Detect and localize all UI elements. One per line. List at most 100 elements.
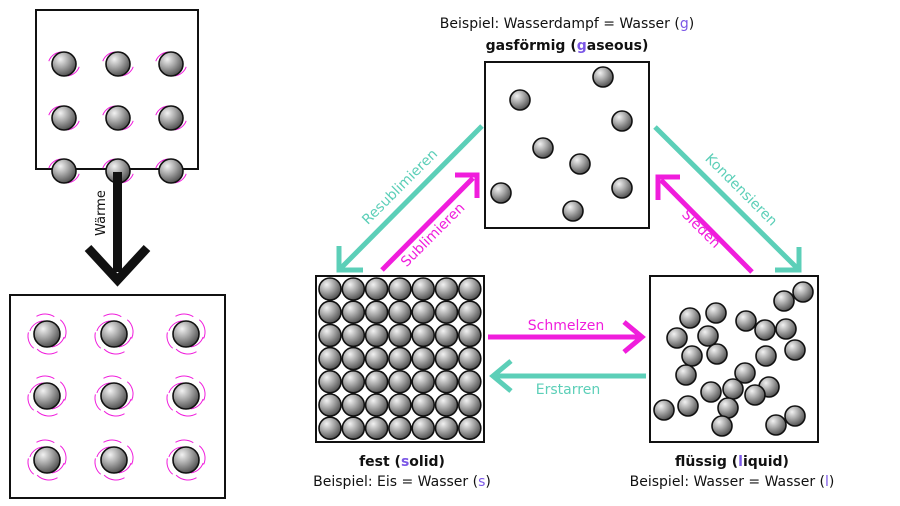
- solid-particle: [364, 277, 389, 301]
- liquid-particle: [754, 319, 776, 341]
- hot-particles: [27, 313, 206, 481]
- solid-particle: [434, 393, 459, 417]
- solid-particle: [457, 300, 482, 325]
- solid-particle: [457, 416, 482, 441]
- solid-example-letter: s: [478, 474, 485, 490]
- gas-particle: [490, 182, 512, 204]
- liquid-particle: [765, 414, 787, 436]
- gas-particle: [569, 153, 591, 175]
- resublimieren-label: Resublimieren: [359, 146, 441, 228]
- solid-particle: [364, 346, 389, 371]
- gas-particle: [592, 66, 614, 88]
- vibration-mark: [36, 474, 58, 481]
- gas-particle: [611, 110, 633, 132]
- gas-particles: [490, 66, 633, 222]
- liquid-particle: [744, 384, 766, 406]
- vibration-mark: [59, 445, 67, 465]
- hot-particle: [172, 446, 200, 474]
- solid-particle: [388, 416, 412, 441]
- sieden-arrow: [655, 174, 754, 274]
- liquid-particle: [784, 339, 806, 361]
- liquid-particle: [677, 395, 699, 417]
- vibration-mark: [175, 313, 194, 318]
- solid-particle: [318, 416, 342, 441]
- solid-particle: [434, 323, 459, 348]
- solid-particle: [457, 369, 482, 394]
- vibration-mark: [118, 398, 132, 410]
- vibration-mark: [27, 394, 35, 411]
- solid-particle: [434, 369, 459, 394]
- solid-particle: [341, 323, 366, 348]
- solid-particle: [388, 277, 412, 301]
- solid-title: fest (solid): [359, 454, 445, 470]
- vibration-mark: [27, 458, 35, 475]
- arrow-down-icon: [84, 244, 151, 287]
- vibration-mark: [190, 462, 204, 474]
- solid-example-prefix: Beispiel: Eis = Wasser (: [313, 474, 478, 490]
- solid-title-suffix: olid): [409, 454, 445, 470]
- schmelzen-arrow: [488, 320, 646, 354]
- solid-title-letter: s: [401, 454, 409, 470]
- solid-particle: [411, 369, 436, 394]
- vibration-mark: [51, 336, 65, 348]
- solid-particle: [341, 300, 366, 325]
- liquid-particle: [705, 302, 727, 324]
- solid-particle: [434, 300, 459, 325]
- solid-particle: [411, 277, 436, 301]
- vibration-mark: [103, 439, 122, 444]
- solid-particle: [411, 300, 436, 325]
- liquid-particle: [722, 378, 744, 400]
- solid-particle: [388, 369, 412, 394]
- liquid-title-letter: l: [738, 454, 743, 470]
- vibration-mark: [175, 375, 194, 380]
- solid-particle: [341, 416, 366, 441]
- hot-particle: [100, 446, 128, 474]
- vibration-mark: [190, 336, 204, 348]
- cold-particle: [158, 51, 184, 77]
- solid-particle: [457, 393, 482, 417]
- solid-particle: [364, 323, 389, 348]
- heat-arrow: [84, 172, 151, 287]
- vibration-mark: [175, 439, 194, 444]
- solid-particle: [318, 300, 342, 325]
- cold-particle: [51, 51, 77, 77]
- liquid-particle: [755, 345, 777, 367]
- vibration-mark: [36, 313, 55, 318]
- cold-particle: [158, 158, 184, 184]
- sublimieren-arrow: [380, 172, 480, 272]
- gas-particle: [509, 89, 531, 111]
- sublimieren-label: Sublimieren: [398, 200, 468, 270]
- vibration-mark: [166, 458, 174, 475]
- liquid-particle: [675, 364, 697, 386]
- vibration-mark: [118, 462, 132, 474]
- erstarren-arrow: [489, 359, 646, 393]
- gas-particle: [611, 177, 633, 199]
- vibration-mark: [103, 375, 122, 380]
- liquid-particles: [653, 281, 814, 437]
- solid-example-suffix: ): [485, 474, 490, 490]
- liquid-particle: [773, 290, 795, 312]
- liquid-particle: [681, 345, 703, 367]
- vibration-mark: [27, 332, 35, 349]
- solid-particle: [411, 416, 436, 441]
- hot-particle: [33, 382, 61, 410]
- gas-example-prefix: Beispiel: Wasserdampf = Wasser (: [440, 16, 680, 32]
- liquid-particle: [717, 397, 739, 419]
- solid-particle: [364, 416, 389, 441]
- gas-title-letter: g: [577, 38, 587, 54]
- liquid-particle: [700, 381, 722, 403]
- vibration-mark: [198, 445, 206, 465]
- liquid-particle: [784, 405, 806, 427]
- vibration-mark: [36, 439, 55, 444]
- resublimieren-arrow: [336, 124, 484, 273]
- heat-label: Wärme: [94, 190, 109, 236]
- gas-box: [484, 61, 650, 229]
- solid-particle: [388, 393, 412, 417]
- solid-particle: [388, 300, 412, 325]
- gas-title-suffix: aseous): [587, 38, 649, 54]
- vibration-mark: [126, 381, 134, 401]
- hot-particle: [100, 382, 128, 410]
- liquid-particle: [666, 327, 688, 349]
- gas-example-suffix: ): [689, 16, 694, 32]
